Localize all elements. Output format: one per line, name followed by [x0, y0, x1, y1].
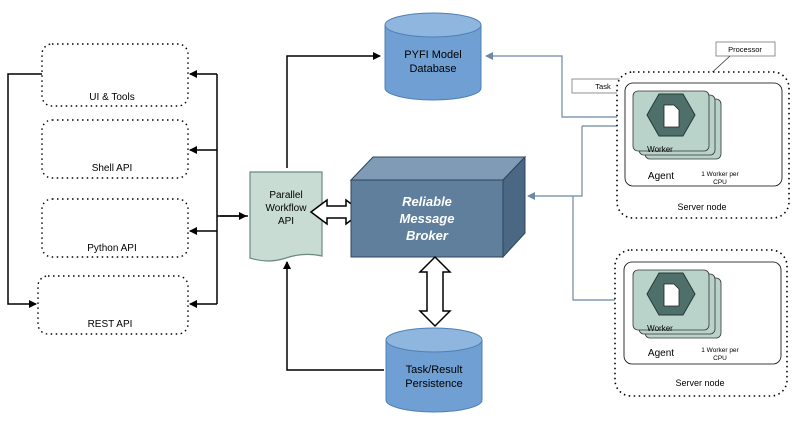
client-bus-connector [189, 70, 248, 308]
worker-stack-2: Worker [632, 269, 722, 339]
worker-per-cpu-note-line1: 1 Worker per [701, 347, 739, 354]
worker-label: Worker [647, 324, 673, 333]
api-to-database-connector [286, 52, 381, 168]
parallel-workflow-api-document: Parallel Workflow API [249, 171, 323, 262]
worker-label: Worker [647, 145, 673, 154]
persistence-label-line1: Task/Result [406, 364, 463, 376]
client-ui-tools: UI & Tools [41, 43, 189, 107]
client-loop-connector [7, 73, 42, 308]
task-document-icon [663, 104, 680, 128]
api-label-line1: Parallel [269, 190, 302, 201]
broker-persistence-double-arrow [418, 255, 452, 328]
server-node-label: Server node [675, 378, 724, 388]
worker-per-cpu-note-line2: CPU [713, 355, 727, 362]
database-label-line1: PYFI Model [404, 49, 461, 61]
worker-per-cpu-note-line1: 1 Worker per [701, 171, 739, 178]
worker-per-cpu-note-line2: CPU [713, 179, 727, 186]
worker-stack-1: Worker [632, 90, 722, 160]
client-shell-api: Shell API [41, 119, 189, 179]
reliable-message-broker: Reliable Message Broker [349, 155, 527, 259]
broker-label-line1: Reliable [402, 194, 452, 209]
client-python-api: Python API [41, 198, 189, 258]
broker-label-line3: Broker [406, 228, 449, 243]
server-node-1: Worker Agent 1 Worker per CPU Server nod… [616, 71, 790, 219]
agent-label: Agent [648, 348, 674, 359]
server-node-2: Worker Agent 1 Worker per CPU Server nod… [614, 249, 788, 397]
pyfi-model-database: PYFI Model Database [384, 12, 482, 101]
python-api-label: Python API [87, 243, 136, 254]
client-rest-api: REST API [37, 275, 189, 335]
task-result-persistence: Task/Result Persistence [385, 327, 483, 413]
task-callout-label: Task [595, 82, 611, 91]
persistence-label-line2: Persistence [405, 378, 462, 390]
processor-callout-label: Processor [728, 45, 762, 54]
api-label-line2: Workflow [266, 203, 308, 214]
rest-api-label: REST API [88, 319, 133, 330]
persistence-to-api-connector [283, 261, 384, 371]
shell-api-label: Shell API [92, 163, 133, 174]
server-node-label: Server node [677, 202, 726, 212]
database-label-line2: Database [409, 63, 456, 75]
agent-label: Agent [648, 171, 674, 182]
api-label-line3: API [278, 216, 294, 227]
ui-tools-label: UI & Tools [89, 92, 134, 103]
broker-label-line2: Message [400, 211, 455, 226]
database-to-agent-connector [485, 52, 633, 118]
task-document-icon [663, 283, 680, 307]
